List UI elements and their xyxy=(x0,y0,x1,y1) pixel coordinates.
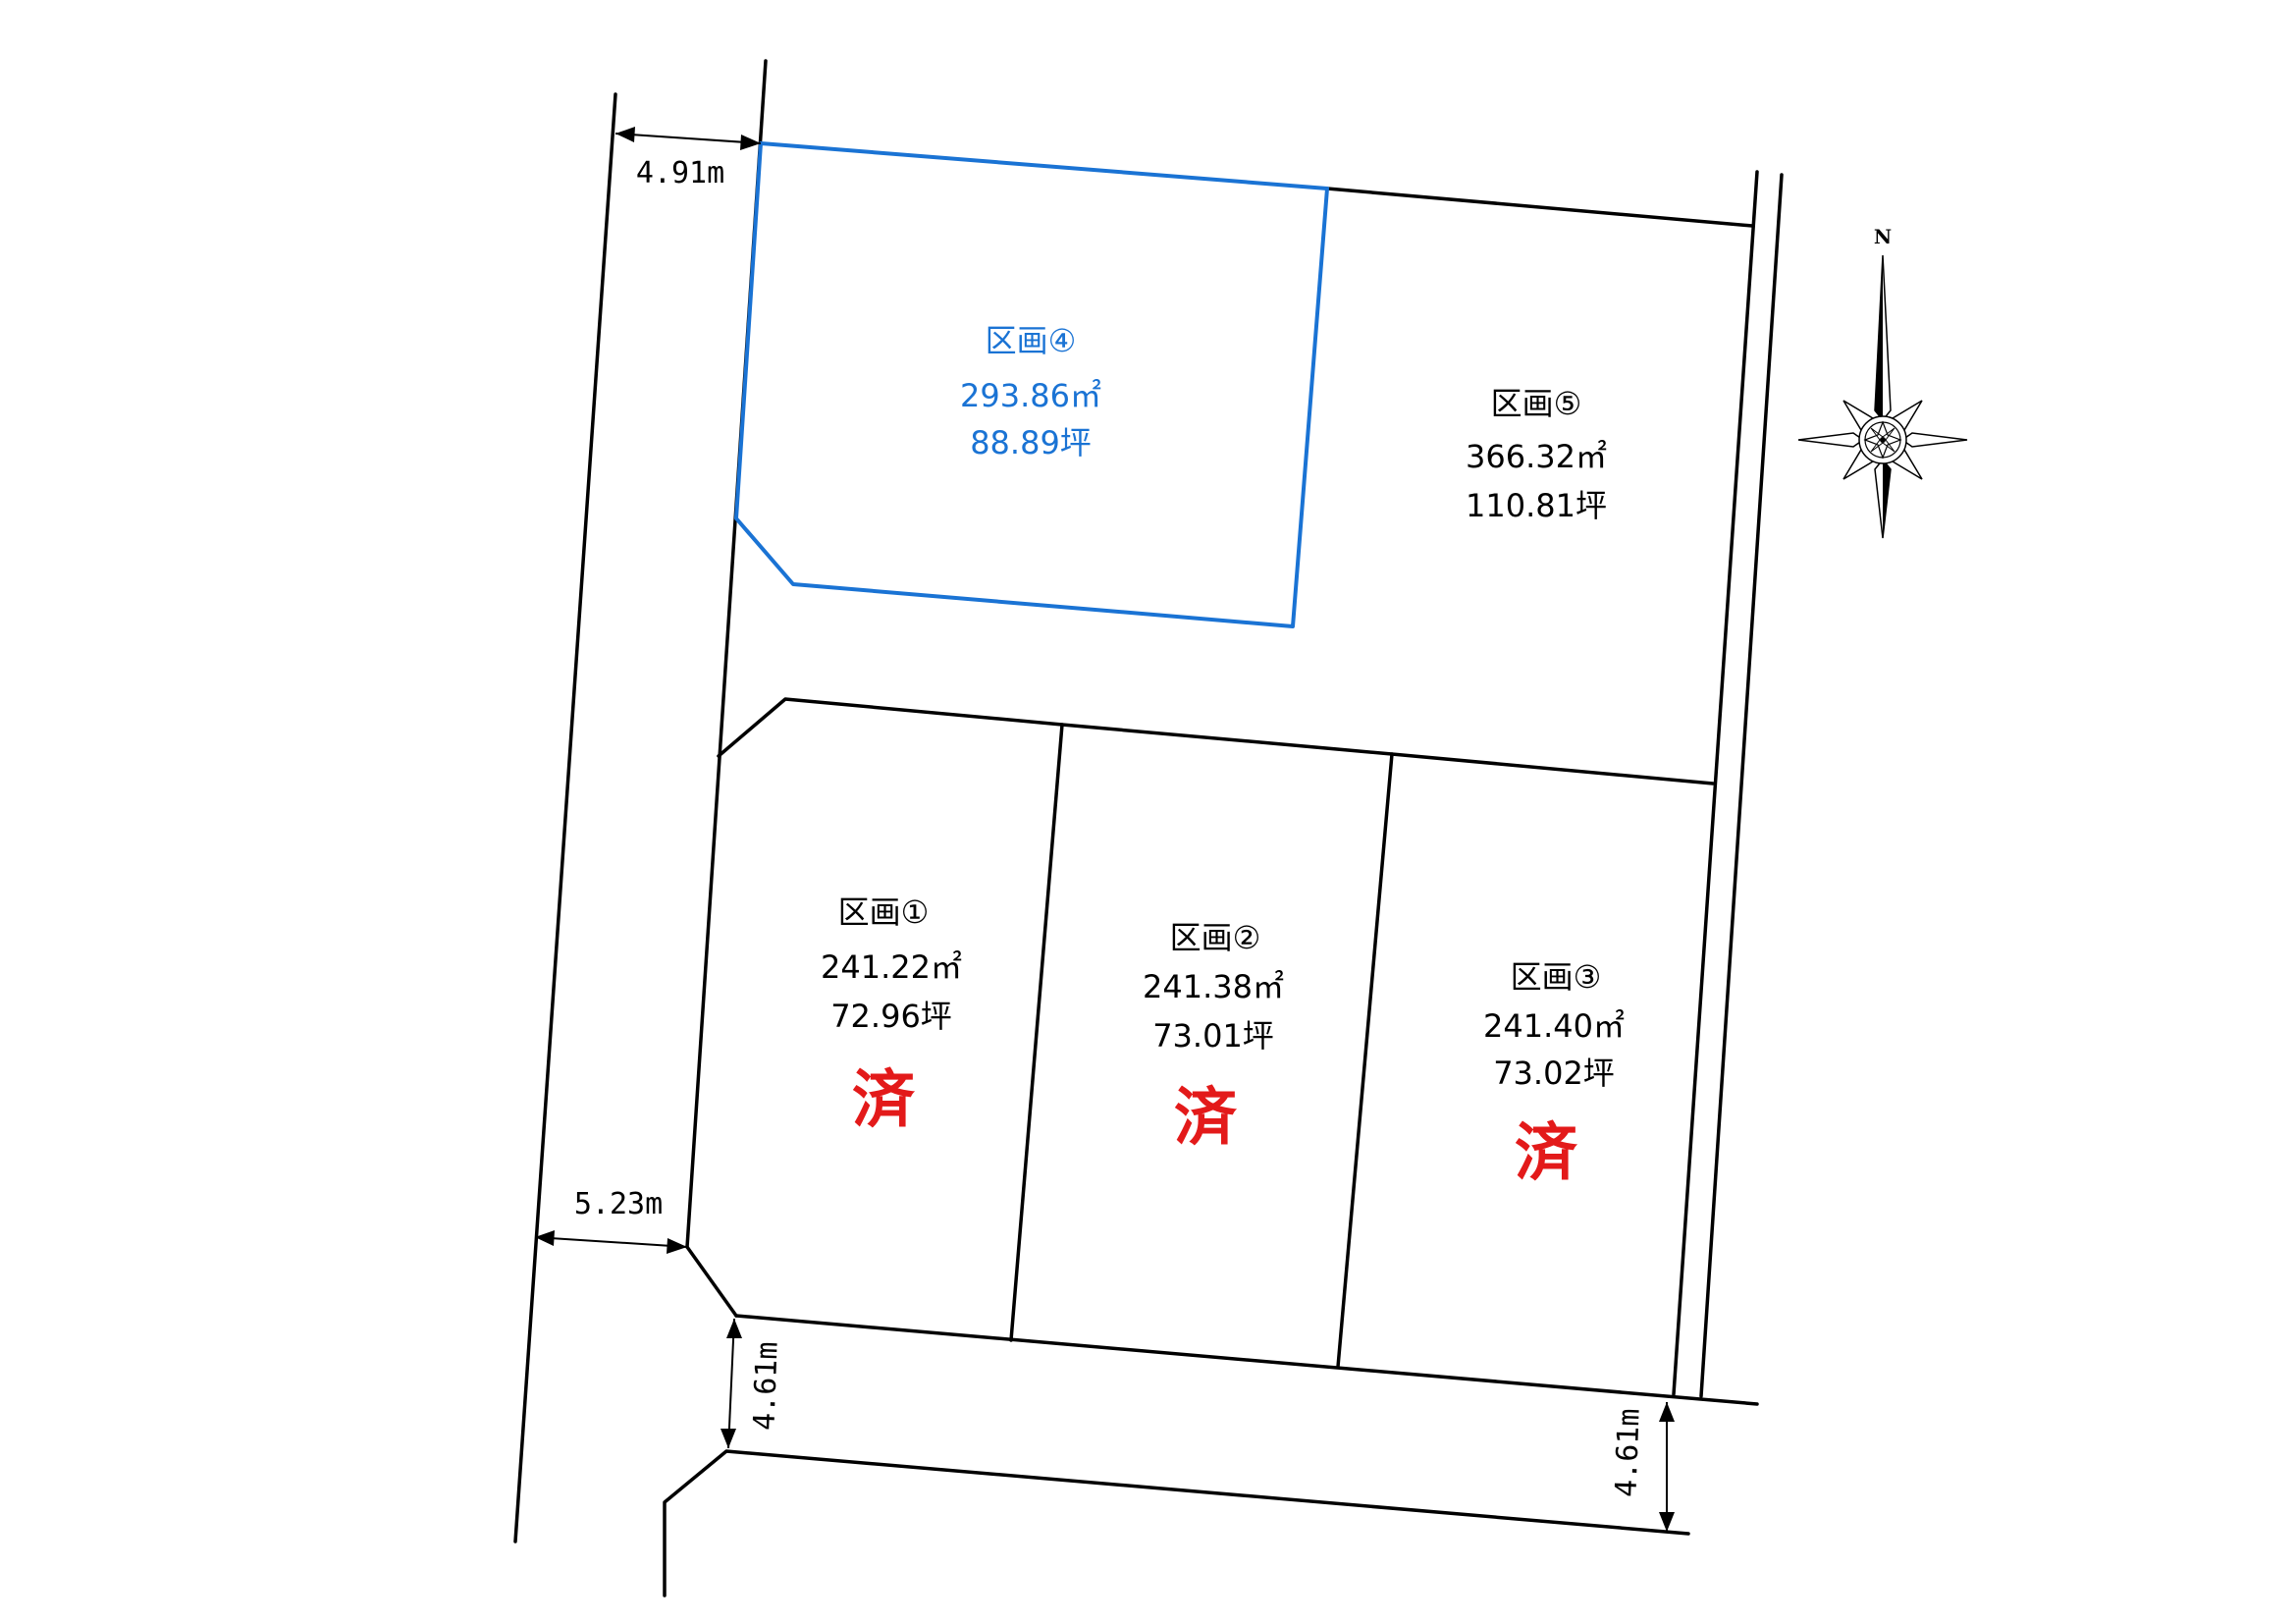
compass-north-label: N xyxy=(1874,225,1892,248)
lot4-outline[interactable] xyxy=(734,141,1329,628)
dim-bottom-road-right-label: 4.61m xyxy=(1609,1408,1646,1497)
bottom-road-south-edge xyxy=(663,1449,1690,1597)
lot4-label: 区画④ 293.86㎡ 88.89坪 xyxy=(960,322,1101,461)
bottom-road-north-edge xyxy=(734,1314,1759,1406)
lot5-name: 区画⑤ xyxy=(1491,385,1582,422)
lot2-lot3-divider xyxy=(1336,752,1394,1369)
lot4-name: 区画④ xyxy=(986,322,1077,359)
lot1-lot2-divider xyxy=(1009,723,1064,1342)
dim-left-road: 5.23m xyxy=(534,1187,688,1254)
lot2-name: 区画② xyxy=(1170,919,1261,956)
lot1-sold-mark: 済 xyxy=(852,1064,916,1137)
lot1-area-tsubo: 72.96坪 xyxy=(830,998,952,1035)
lot3-area-tsubo: 73.02坪 xyxy=(1493,1055,1615,1092)
lots-upper-boundary xyxy=(717,697,1715,785)
right-road-edge-a xyxy=(1672,170,1759,1396)
north-arrow-icon: N xyxy=(1797,225,1968,539)
left-road-outer-edge xyxy=(513,92,617,1543)
lot5-area-tsubo: 110.81坪 xyxy=(1466,487,1607,524)
lot1-label: 区画① 241.22㎡ 72.96坪 済 xyxy=(821,893,962,1137)
dim-bottom-road-left: 4.61m xyxy=(721,1318,785,1449)
lot4-area-m2: 293.86㎡ xyxy=(960,377,1101,414)
lot1-area-m2: 241.22㎡ xyxy=(821,948,962,986)
dim-top-road-label: 4.91m xyxy=(636,156,724,190)
dim-bottom-road-right: 4.61m xyxy=(1609,1402,1675,1532)
dim-left-road-label: 5.23m xyxy=(574,1187,663,1221)
lot5-top-boundary xyxy=(1325,187,1754,228)
lot1-name: 区画① xyxy=(838,893,930,931)
lot2-area-m2: 241.38㎡ xyxy=(1143,968,1284,1005)
dim-top-road: 4.91m xyxy=(614,127,762,190)
lot5-area-m2: 366.32㎡ xyxy=(1466,438,1607,475)
lot5-label: 区画⑤ 366.32㎡ 110.81坪 xyxy=(1466,385,1607,524)
lot1-corner-cut xyxy=(685,1245,738,1318)
lot3-name: 区画③ xyxy=(1511,958,1602,996)
lot2-sold-mark: 済 xyxy=(1174,1082,1238,1155)
lot3-sold-mark: 済 xyxy=(1515,1117,1578,1190)
lot3-area-m2: 241.40㎡ xyxy=(1483,1007,1625,1045)
lot2-label: 区画② 241.38㎡ 73.01坪 済 xyxy=(1143,919,1284,1155)
right-road-edge-b xyxy=(1699,173,1784,1398)
dim-bottom-road-left-label: 4.61m xyxy=(747,1341,784,1431)
lot2-area-tsubo: 73.01坪 xyxy=(1152,1017,1274,1055)
lot4-area-tsubo: 88.89坪 xyxy=(970,424,1092,461)
lot3-label: 区画③ 241.40㎡ 73.02坪 済 xyxy=(1483,958,1625,1190)
